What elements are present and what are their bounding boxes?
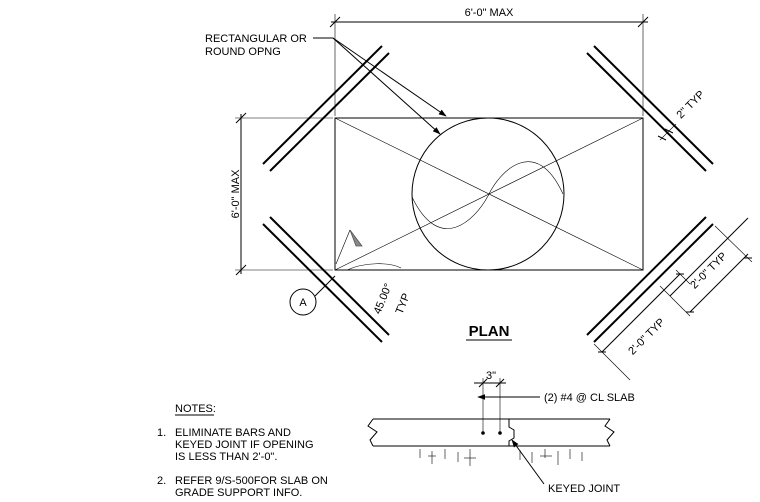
diagonal-bar-bottom-left [262, 216, 390, 343]
notes-block: NOTES: 1. ELIMINATE BARS AND KEYED JOINT… [157, 403, 328, 499]
bar-length-dim-1-ext-b [675, 269, 691, 285]
dim-3in-label: 3" [486, 370, 496, 382]
bar-length-dim-2 [669, 217, 749, 297]
dim-3in-tick-right [495, 378, 505, 388]
dim-3in-tick-left [478, 378, 488, 388]
note-1-line3: IS LESS THAN 2'-0". [175, 451, 277, 463]
top-dim-tick-right [637, 16, 649, 28]
bar-length-dim-2-ext-a [659, 285, 691, 317]
left-dim-label: 6'-0" MAX [230, 169, 242, 218]
break-line-curve [411, 161, 564, 229]
note-2-line1: REFER 9/S-500FOR SLAB ON [175, 475, 328, 487]
spacing-tick-1 [657, 135, 667, 141]
plan-title: PLAN [469, 323, 510, 340]
diagonal-bar-bottom-right [586, 216, 714, 343]
angle-marker [349, 229, 363, 247]
angle-typ-label: TYP [394, 292, 413, 316]
opening-callout-line2: ROUND OPNG [205, 46, 281, 58]
spacing-dim-line [659, 123, 677, 141]
spacing-typ-label: 2" TYP [675, 89, 708, 122]
section-marker-circle[interactable] [289, 288, 317, 316]
section-marker-label[interactable]: A [299, 297, 307, 309]
plan-view: 6'-0" MAX 6'-0" MAX RECTANGULAR OR ROUND… [205, 7, 753, 381]
callout-arrow-to-rect [332, 37, 447, 117]
diagonal-bar-top-right [586, 45, 714, 172]
slab-section [367, 418, 615, 466]
bars-label: (2) #4 @ CL SLAB [544, 392, 635, 404]
rebar-left [481, 431, 485, 435]
left-dim-tick-bottom [235, 264, 247, 276]
opening-callout-line1: RECTANGULAR OR [205, 33, 307, 45]
note-1-line1: ELIMINATE BARS AND [175, 427, 291, 439]
bar-length-dim-2-inner [689, 253, 749, 313]
keyed-joint-label: KEYED JOINT [548, 483, 620, 495]
round-opening-circle [411, 117, 565, 271]
keyed-joint-leader [511, 439, 545, 485]
notes-heading: NOTES: [175, 403, 216, 415]
bar-length-dim-1 [601, 273, 681, 353]
subgrade-hatch [419, 449, 583, 466]
note-2-line2: GRADE SUPPORT INFO. [175, 487, 302, 499]
note-1-line2: KEYED JOINT IF OPENING [175, 439, 314, 451]
note-2-number: 2. [157, 475, 166, 487]
top-dim-label: 6'-0" MAX [465, 7, 514, 19]
callout-arrow-to-circle [332, 37, 441, 135]
angle-marker-stem [335, 229, 351, 265]
angle-value-label: 45.00° [372, 282, 395, 316]
note-1-number: 1. [157, 427, 166, 439]
angle-arc [346, 263, 402, 271]
left-dim-tick-top [235, 112, 247, 124]
diagonal-bar-top-left [262, 45, 390, 172]
spacing-tick-2 [664, 128, 674, 134]
bar-length-dim-1-ext-a [593, 343, 631, 381]
rebar-right [498, 431, 502, 435]
top-dim-tick-left [329, 16, 341, 28]
bar-length-label-1: 2'-0" TYP [626, 316, 667, 357]
section-view: 3" (2) #4 @ CL SLAB [367, 370, 635, 495]
section-marker-leader [314, 275, 336, 297]
keyed-joint-profile [508, 419, 515, 446]
